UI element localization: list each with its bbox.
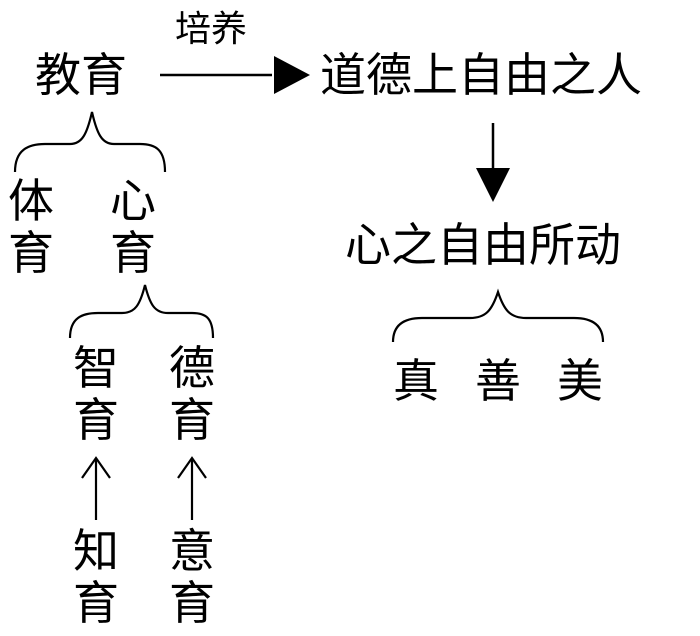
node-will-education: 意 育	[169, 528, 215, 632]
value-truth: 真	[393, 354, 439, 408]
char: 育	[73, 393, 119, 447]
char: 育	[73, 576, 119, 630]
node-education: 教育	[35, 48, 127, 102]
node-intellectual-education: 智 育	[73, 345, 119, 449]
char: 知	[73, 524, 119, 578]
brace-education	[13, 111, 167, 173]
arrow-up-will	[177, 456, 207, 520]
node-moral-person: 道德上自由之人	[320, 48, 642, 102]
char: 育	[169, 576, 215, 630]
brace-values	[391, 288, 605, 343]
char: 育	[8, 226, 54, 280]
char: 意	[169, 524, 215, 578]
brace-mental	[68, 284, 215, 339]
label-cultivate: 培养	[175, 9, 248, 50]
node-mental-education: 心 育	[110, 178, 156, 282]
arrow-cultivate	[160, 56, 310, 94]
arrow-down	[476, 123, 510, 202]
char: 心	[110, 174, 156, 228]
value-goodness: 善	[475, 354, 521, 408]
node-knowledge-education: 知 育	[73, 528, 119, 632]
arrow-up-knowledge	[81, 456, 111, 520]
char: 育	[110, 226, 156, 280]
char: 德	[169, 341, 215, 395]
node-physical-education: 体 育	[8, 178, 54, 282]
value-beauty: 美	[557, 354, 603, 408]
char: 智	[73, 341, 119, 395]
node-mind-free: 心之自由所动	[345, 218, 621, 272]
char: 体	[8, 174, 54, 228]
char: 育	[169, 393, 215, 447]
node-moral-education: 德 育	[169, 345, 215, 449]
